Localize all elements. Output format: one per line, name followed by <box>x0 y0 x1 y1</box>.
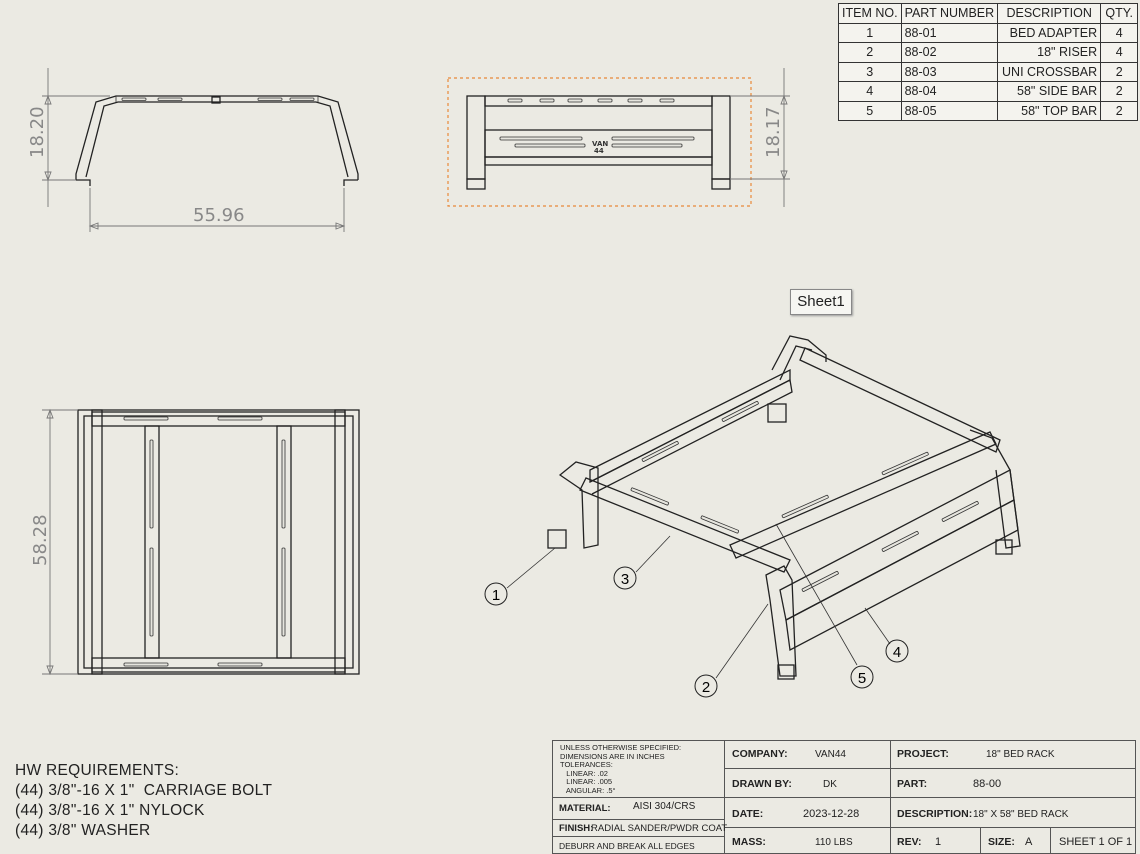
mass-value: 110 LBS <box>815 837 853 848</box>
front-view: 18.20 55.96 <box>27 68 359 232</box>
project-value: 18" BED RACK <box>986 749 1055 760</box>
side-view: VAN 44 18.17 <box>447 68 790 207</box>
svg-text:VAN: VAN <box>592 140 608 148</box>
finish-label: FINISH: <box>559 823 594 834</box>
hw-item: (44) 3/8" WASHER <box>15 822 151 839</box>
svg-text:44: 44 <box>594 147 604 155</box>
balloon-5: 5 <box>858 670 866 687</box>
front-width-dim: 55.96 <box>193 205 245 226</box>
description-value: 18" X 58" BED RACK <box>973 809 1069 820</box>
hw-item: (44) 3/8"-16 X 1" CARRIAGE BOLT <box>15 782 273 799</box>
project-label: PROJECT: <box>897 748 949 760</box>
front-height-dim: 18.20 <box>27 106 48 158</box>
balloon-4: 4 <box>893 644 901 661</box>
description-label: DESCRIPTION: <box>897 808 973 820</box>
size-value: A <box>1025 836 1033 848</box>
deburr-note: DEBURR AND BREAK ALL EDGES <box>559 841 695 851</box>
bom-header-row: ITEM NO. PART NUMBER DESCRIPTION QTY. <box>838 3 1139 24</box>
top-view: 58.28 <box>30 408 360 676</box>
material-value: AISI 304/CRS <box>633 801 696 812</box>
sheet-count: SHEET 1 OF 1 <box>1059 836 1133 848</box>
hardware-requirements: HW REQUIREMENTS: (44) 3/8"-16 X 1" CARRI… <box>15 761 272 841</box>
material-label: MATERIAL: <box>559 803 611 814</box>
mass-label: MASS: <box>732 836 766 848</box>
hw-title: HW REQUIREMENTS: <box>15 762 180 779</box>
balloon-2: 2 <box>702 679 710 696</box>
title-block: UNLESS OTHERWISE SPECIFIED: DIMENSIONS A… <box>552 740 1136 854</box>
sheet-tab-label[interactable]: Sheet1 <box>790 289 852 315</box>
size-label: SIZE: <box>988 836 1015 848</box>
balloon-1: 1 <box>492 587 500 604</box>
company-label: COMPANY: <box>732 748 788 760</box>
part-value: 88-00 <box>973 778 1002 790</box>
isometric-view: 1 3 2 4 5 <box>484 335 1021 698</box>
side-height-dim: 18.17 <box>763 106 784 158</box>
rev-value: 1 <box>935 836 942 848</box>
drawn-by-value: DK <box>823 779 837 790</box>
top-length-dim: 58.28 <box>30 514 51 566</box>
date-value: 2023-12-28 <box>803 808 860 820</box>
hw-item: (44) 3/8"-16 X 1" NYLOCK <box>15 802 205 819</box>
balloon-3: 3 <box>621 571 629 588</box>
tolerances-note: UNLESS OTHERWISE SPECIFIED: DIMENSIONS A… <box>560 743 682 795</box>
part-label: PART: <box>897 778 928 790</box>
finish-value: RADIAL SANDER/PWDR COAT <box>591 823 728 834</box>
rev-label: REV: <box>897 836 922 848</box>
date-label: DATE: <box>732 808 764 820</box>
company-value: VAN44 <box>815 749 846 760</box>
drawn-by-label: DRAWN BY: <box>732 778 792 790</box>
